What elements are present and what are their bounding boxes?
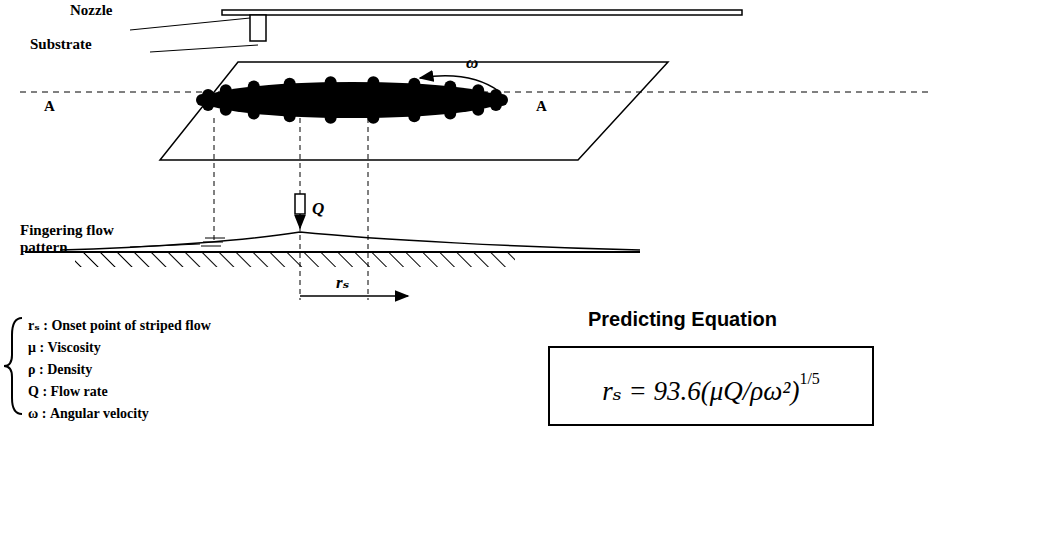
heading: Predicting Equation: [588, 308, 777, 331]
symbol-label: Q: [312, 200, 324, 219]
part-label: Fingering flow pattern: [20, 222, 125, 255]
leader-line: [130, 244, 200, 247]
finger-section: [201, 238, 225, 246]
equation-box: Predicting Equationrₛ = 93.6(μQ/ρω²)1/5: [548, 346, 874, 426]
brace: [4, 318, 22, 414]
exponent: 1/5: [799, 370, 819, 388]
substrate-plane: [160, 62, 668, 160]
definition: ρ : Density: [28, 362, 92, 377]
nozzle-section: [295, 194, 305, 214]
ground-line: [25, 251, 640, 253]
leader-line: [130, 18, 250, 30]
dimension-label: rₛ: [336, 274, 349, 293]
section-label: A: [536, 98, 547, 115]
symbol-label: ω: [466, 54, 478, 73]
section-label: A: [44, 98, 55, 115]
dimension-arrow: [300, 295, 408, 297]
part-label: Substrate: [30, 36, 92, 53]
projection-line: [214, 118, 215, 240]
flow-arrow: [299, 214, 301, 228]
nozzle-body: [250, 15, 266, 41]
definition: Q : Flow rate: [28, 384, 108, 399]
rotation-arrow: [420, 76, 500, 92]
ground-hatch: [75, 253, 515, 267]
equation: rₛ = 93.6(μQ/ρω²): [602, 375, 799, 407]
fingering-film: [202, 82, 502, 118]
definition: rₛ : Onset point of striped flow: [28, 318, 211, 333]
definition: ω : Angular velocity: [28, 406, 149, 421]
projection-line: [368, 118, 369, 300]
definition: μ : Viscosity: [28, 340, 101, 355]
film-profile: [60, 232, 640, 250]
leader-line: [150, 45, 258, 52]
nozzle-arm: [222, 10, 742, 15]
part-label: Nozzle: [70, 2, 112, 19]
finger-bumps: [196, 76, 508, 124]
